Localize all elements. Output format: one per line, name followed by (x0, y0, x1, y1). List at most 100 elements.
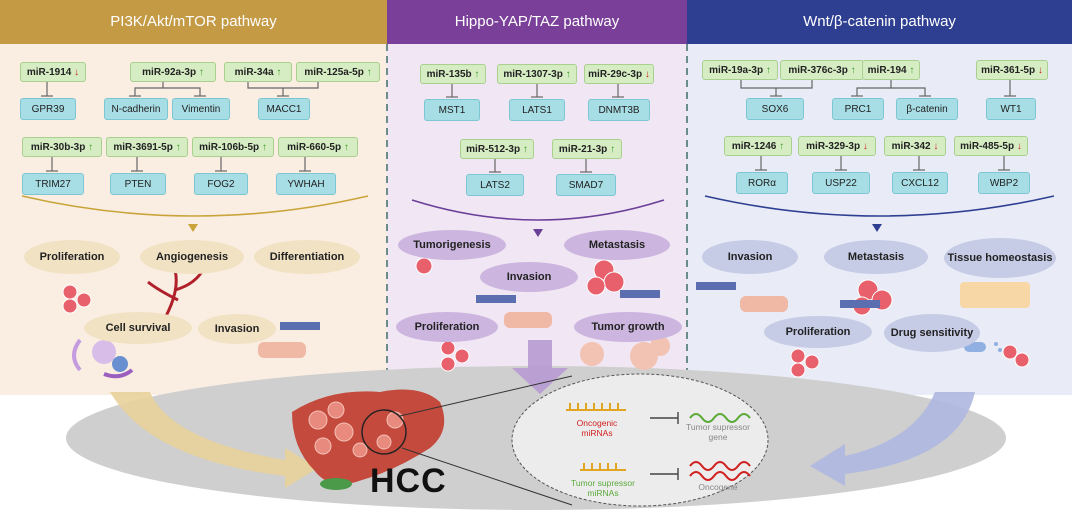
oncogene-label: Oncogene (698, 482, 738, 492)
mirna-label: miR-30b-3p (30, 142, 86, 153)
tissue-bars (280, 282, 880, 330)
mirna-label: miR-92a-3p (142, 67, 197, 78)
mirna-box: miR-19a-3p ↑ (702, 60, 778, 80)
mirna-box: miR-30b-3p ↑ (22, 137, 102, 157)
mirna-box: miR-106b-5p ↑ (192, 137, 274, 157)
up-arrow: ↑ (565, 69, 571, 80)
tsg-wave (689, 413, 751, 423)
mirna-box: miR-3691-5p ↑ (106, 137, 188, 157)
mirna-box: miR-361-5p ↓ (976, 60, 1048, 80)
target-gene-box: SOX6 (746, 98, 804, 120)
hippo-connectors (446, 84, 624, 173)
target-gene-box: LATS1 (509, 99, 565, 121)
up-arrow: ↑ (850, 65, 856, 76)
target-gene-box: USP22 (812, 172, 870, 194)
oncomir-marks (566, 403, 626, 411)
tumor-suppressor-gene-label: Tumor supressor gene (686, 422, 750, 442)
mirna-label: miR-376c-3p (788, 65, 848, 76)
process-oval: Metastasis (564, 230, 670, 260)
down-arrow: ↓ (933, 141, 939, 152)
mirna-box: miR-1246 ↑ (724, 136, 792, 156)
pi3k-bracket-arrow (188, 224, 198, 232)
target-gene-box: DNMT3B (588, 99, 650, 121)
up-arrow: ↑ (175, 142, 181, 153)
target-gene-box: LATS2 (466, 174, 524, 196)
target-gene-box: N-cadherin (104, 98, 168, 120)
up-arrow: ↑ (765, 65, 771, 76)
target-gene-box: GPR39 (20, 98, 76, 120)
pi3k-header-bg (0, 0, 387, 44)
process-oval: Tumorigenesis (398, 230, 506, 260)
mirna-box: miR-34a ↑ (224, 62, 292, 82)
mirna-label: miR-342 (891, 141, 931, 152)
process-oval: Tissue homeostasis (944, 238, 1056, 278)
mirna-label: miR-3691-5p (113, 142, 173, 153)
mirna-label: miR-135b (426, 69, 472, 80)
mirna-box: miR-21-3p ↑ (552, 139, 622, 159)
target-gene-box: β-catenin (896, 98, 958, 120)
process-oval: Cell survival (84, 312, 192, 344)
mirna-label: miR-125a-5p (304, 67, 364, 78)
process-oval: Invasion (480, 262, 578, 292)
target-gene-box: CXCL12 (892, 172, 948, 194)
up-arrow: ↑ (366, 67, 372, 78)
process-oval: Proliferation (764, 316, 872, 348)
process-oval: Proliferation (396, 312, 498, 342)
up-arrow: ↑ (261, 142, 267, 153)
pi3k-panel-bg (0, 0, 387, 395)
hcc-label: HCC (370, 462, 447, 500)
up-arrow: ↑ (522, 144, 528, 155)
mirna-box: miR-376c-3p ↑ (780, 60, 864, 80)
mirna-box: miR-1914 ↓ (20, 62, 86, 82)
mirna-box: miR-125a-5p ↑ (296, 62, 380, 82)
process-oval: Invasion (702, 240, 798, 274)
hippo-header-bg (387, 0, 687, 44)
process-oval: Angiogenesis (140, 240, 244, 274)
mirna-box: miR-342 ↓ (884, 136, 946, 156)
up-arrow: ↑ (474, 69, 480, 80)
process-oval: Drug sensitivity (884, 314, 980, 352)
mirna-label: miR-194 (867, 65, 907, 76)
target-gene-box: MACC1 (258, 98, 310, 120)
wnt-connectors (740, 80, 1016, 171)
hippo-bracket (411, 199, 665, 221)
mirna-box: miR-329-3p ↓ (798, 136, 876, 156)
mechanism-ellipse (511, 373, 769, 507)
mirna-label: miR-1914 (26, 67, 72, 78)
mirna-label: miR-34a (234, 67, 274, 78)
target-gene-box: WBP2 (978, 172, 1030, 194)
mirna-box: miR-1307-3p ↑ (497, 64, 577, 84)
mirna-label: miR-660-5p (287, 142, 342, 153)
hippo-bracket-arrow (533, 229, 543, 237)
mirna-label: miR-1246 (731, 141, 777, 152)
process-oval: Invasion (198, 314, 276, 344)
mirna-label: miR-361-5p (981, 65, 1036, 76)
mirna-box: miR-485-5p ↓ (954, 136, 1028, 156)
zoom-line-top (399, 375, 573, 417)
mirna-label: miR-1307-3p (503, 69, 563, 80)
cell-survival-icon (72, 338, 134, 379)
down-arrow: ↓ (1016, 141, 1022, 152)
up-arrow: ↑ (88, 142, 94, 153)
target-gene-box: FOG2 (194, 173, 248, 195)
mirna-box: miR-29c-3p ↓ (584, 64, 654, 84)
wnt-bracket-arrow (872, 224, 882, 232)
target-gene-box: WT1 (986, 98, 1036, 120)
target-gene-box: RORα (736, 172, 788, 194)
up-arrow: ↑ (343, 142, 349, 153)
mirna-box: miR-512-3p ↑ (460, 139, 534, 159)
pi3k-header-title: PI3K/Akt/mTOR pathway (110, 13, 277, 30)
zoom-circle (361, 409, 407, 455)
gallbladder (320, 478, 352, 490)
mirna-box: miR-135b ↑ (420, 64, 486, 84)
tumor-suppressor-mirnas-label: Tumor supressor miRNAs (571, 478, 635, 498)
target-gene-box: MST1 (424, 99, 480, 121)
mirna-label: miR-21-3p (558, 144, 608, 155)
mirna-box: miR-194 ↑ (862, 60, 920, 80)
wnt-header-bg (687, 0, 1072, 44)
zoom-line-bottom (401, 447, 573, 506)
supmir-marks (580, 463, 626, 471)
target-gene-box: YWHAH (276, 173, 336, 195)
mirna-label: miR-106b-5p (199, 142, 260, 153)
mirna-label: miR-485-5p (960, 141, 1015, 152)
